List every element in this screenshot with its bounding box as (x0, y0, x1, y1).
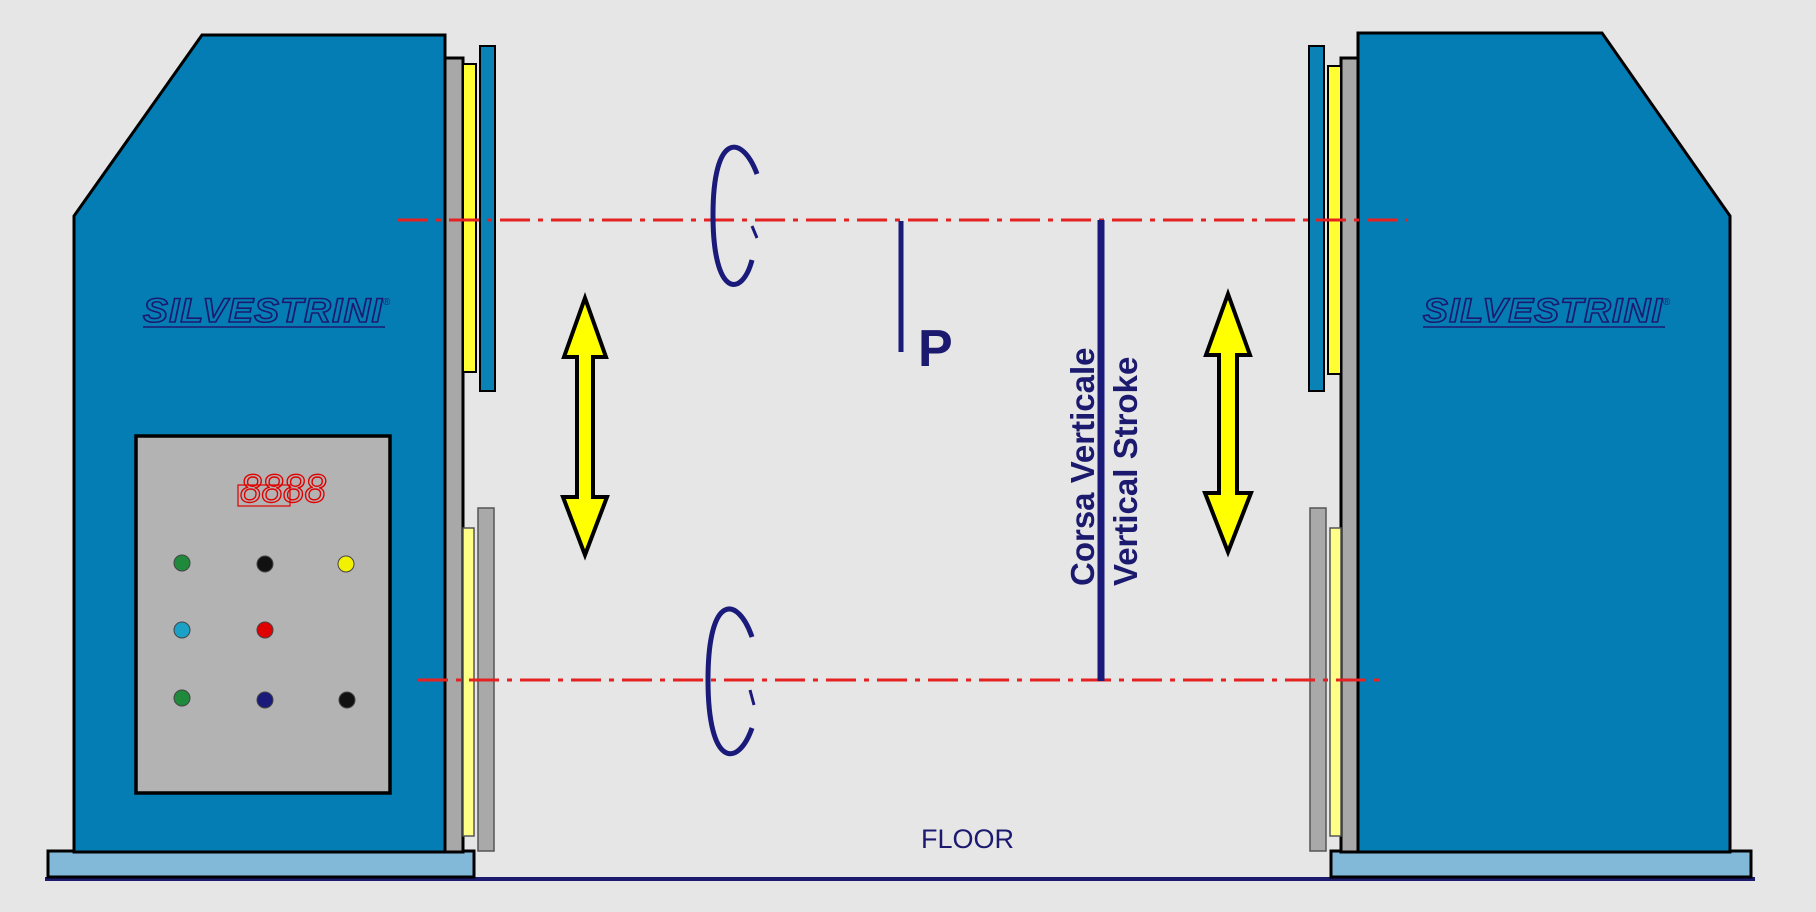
indicator-lamp-green (173, 689, 191, 707)
display-readout: 8888 (240, 467, 327, 511)
left-registered-mark: ® (383, 297, 391, 308)
control-panel-box (134, 434, 392, 795)
indicator-lamp-black (256, 555, 274, 573)
right-lower-plate (1329, 527, 1342, 837)
indicator-lamp-green (173, 554, 191, 572)
left-vertical-motion-arrow (560, 292, 610, 561)
stroke-label-english: Vertical Stroke (1107, 357, 1144, 586)
upper-rotation-symbol (710, 144, 760, 287)
right-base (1329, 849, 1753, 879)
indicator-lamp-black (338, 691, 356, 709)
upper-rotation-tick (750, 225, 759, 239)
right-spindle-column (1339, 56, 1360, 854)
left-headstock: SILVESTRINI ® 8888 (46, 33, 496, 879)
lower-rotation-symbol (705, 606, 755, 757)
indicator-lamp-yellow (337, 555, 355, 573)
right-vertical-motion-arrow (1202, 288, 1254, 558)
right-brand-logo: SILVESTRINI (1423, 292, 1664, 330)
right-registered-mark: ® (1663, 297, 1671, 308)
right-tailstock: SILVESTRINI ® (1308, 31, 1753, 879)
left-upper-plate (462, 63, 477, 373)
indicator-lamp-red (256, 621, 274, 639)
right-housing (1356, 31, 1732, 854)
left-lower-plate (462, 527, 475, 837)
control-panel: 8888 (134, 434, 392, 795)
p-label: P (918, 320, 953, 378)
display-frame (237, 484, 291, 507)
floor-label: FLOOR (921, 824, 1014, 854)
left-brand-logo: SILVESTRINI (143, 292, 384, 330)
left-spindle-column (443, 56, 465, 854)
stroke-label-italian: Corsa Verticale (1064, 348, 1101, 586)
left-base (46, 849, 476, 879)
indicator-lamps (173, 554, 356, 709)
indicator-lamp-navy (256, 691, 274, 709)
indicator-lamp-cyan (173, 621, 191, 639)
lower-rotation-tick (748, 689, 756, 706)
